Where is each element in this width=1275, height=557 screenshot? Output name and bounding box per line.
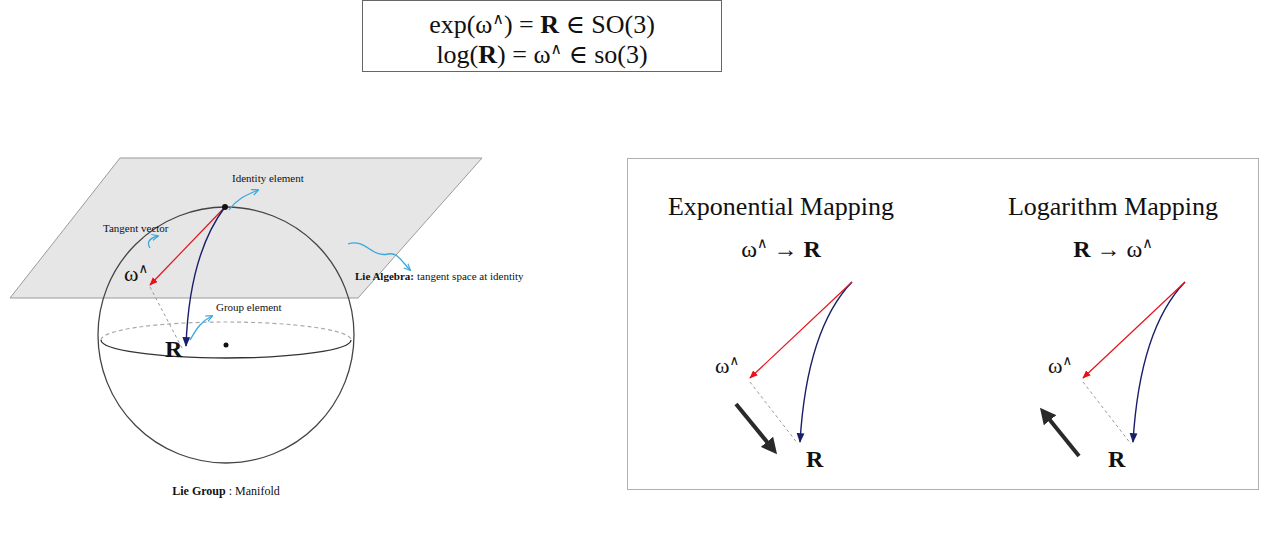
- center-dot: [224, 343, 229, 348]
- group-symbol: R: [165, 336, 182, 362]
- equator-front: [101, 340, 351, 358]
- leader-line: [190, 316, 212, 340]
- callout-label: Lie Algebra:: [355, 270, 414, 282]
- formula-box: exp(ω∧) = R ∈ SO(3)log(R) = ω∧ ∈ so(3): [362, 0, 722, 72]
- equator-back: [101, 322, 351, 340]
- panel-heading: Exponential Mapping: [668, 191, 894, 222]
- caption-label: : Manifold: [229, 485, 280, 498]
- leader-line: [148, 236, 158, 248]
- callout-label: tangent space at identity: [417, 270, 524, 282]
- equation: log(R) = ω∧ ∈ so(3): [436, 39, 647, 70]
- callout-label: Group element: [216, 301, 282, 313]
- mapping-formula: ω∧ → R: [741, 235, 821, 264]
- direction-arrow: [1045, 414, 1079, 456]
- leader-line: [348, 243, 410, 270]
- exp-curve: [186, 207, 225, 346]
- callout-label: Tangent vector: [103, 222, 169, 234]
- callout-label: Identity element: [232, 172, 304, 184]
- identity-dot: [222, 204, 228, 210]
- mapping-formula: R → ω∧: [1073, 235, 1153, 264]
- tangent-vector: [1083, 282, 1185, 378]
- vector-symbol: ω∧: [715, 354, 739, 378]
- sphere-outline: [98, 207, 354, 463]
- leader-line: [229, 190, 258, 210]
- vector-symbol: ω∧: [124, 262, 148, 286]
- equation: exp(ω∧) = R ∈ SO(3): [429, 9, 655, 40]
- direction-arrow: [736, 404, 772, 448]
- tangent-vector: [750, 282, 852, 378]
- caption-label: Lie Group: [172, 485, 225, 498]
- tangent-vector: [150, 207, 225, 285]
- projection-line: [1083, 382, 1131, 444]
- projection-line: [750, 382, 798, 444]
- group-symbol: R: [1108, 446, 1125, 472]
- panel-heading: Logarithm Mapping: [1008, 191, 1218, 222]
- mapping-panel: Exponential Mapping ω∧ → R Logarithm Mappi…: [627, 158, 1259, 490]
- vector-symbol: ω∧: [1048, 354, 1072, 378]
- group-symbol: R: [806, 446, 823, 472]
- tangent-plane: [10, 158, 482, 298]
